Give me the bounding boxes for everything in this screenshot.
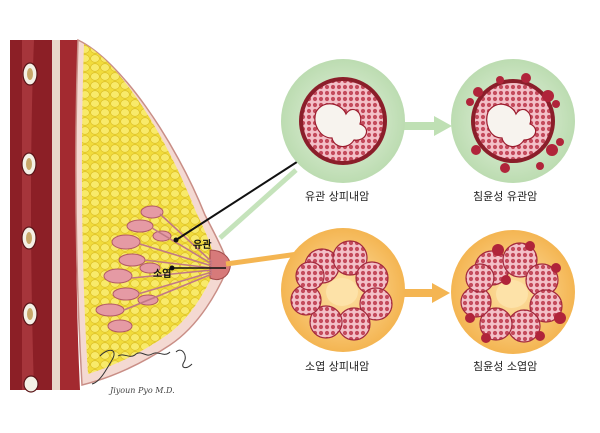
dcis-circle: [281, 59, 405, 183]
label-lobule: 소엽: [153, 269, 172, 280]
signature: [91, 349, 193, 385]
label-lcis: 소엽 상피내암: [305, 360, 370, 373]
signature-text: Jiyoun Pyo M.D.: [110, 386, 175, 395]
arrows: [404, 116, 452, 303]
idc-circle: [451, 59, 575, 183]
label-dcis: 유관 상피내암: [305, 190, 370, 203]
lcis-circle: [281, 228, 405, 352]
ilc-circle: [451, 230, 575, 354]
label-duct: 유관: [193, 240, 212, 251]
pointer-lines: [169, 159, 301, 271]
label-idc: 침윤성 유관암: [473, 190, 538, 203]
label-ilc: 침윤성 소엽암: [473, 360, 538, 373]
gland-lobes: [95, 205, 172, 333]
milk-ducts: [123, 213, 213, 311]
chest-wall: [10, 40, 80, 393]
